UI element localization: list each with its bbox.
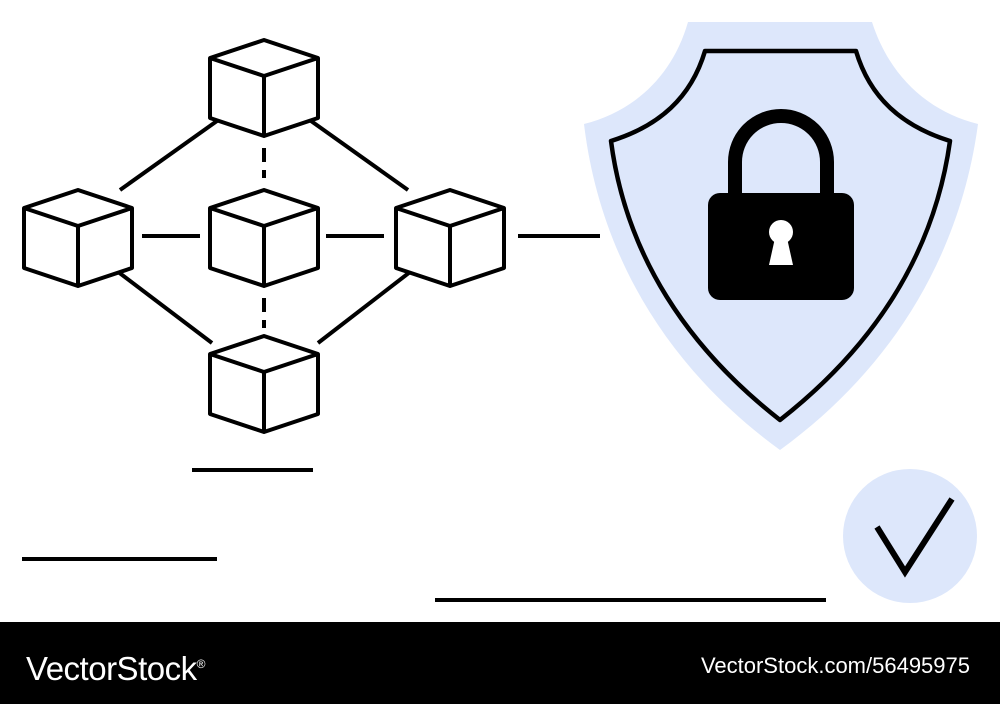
cube-center-outline (208, 188, 320, 288)
keyhole-stem (769, 238, 793, 265)
vectorstock-logo: VectorStock® (26, 644, 205, 689)
decorative-lines (22, 468, 826, 602)
network-connections (103, 104, 600, 345)
security-illustration (22, 22, 978, 603)
connector-bottom-left (103, 260, 214, 345)
padlock-icon (708, 109, 854, 300)
cube-bottom (208, 334, 320, 434)
network-cubes (22, 38, 506, 434)
checkmark-icon (843, 469, 977, 603)
cube-right (394, 188, 506, 288)
shield-outline (608, 48, 953, 423)
watermark-footer: VectorStock® VectorStock.com/56495975 (0, 622, 1000, 704)
logo-text: VectorStock (26, 650, 197, 687)
cube-bottom-outline (208, 334, 320, 434)
check-badge-circle (843, 469, 977, 603)
cube-top (208, 38, 320, 138)
cube-top-outline (208, 38, 320, 138)
padlock-shackle (728, 109, 834, 198)
check-mark (874, 497, 955, 578)
cube-right-outline (394, 188, 506, 288)
cube-left-outline (22, 188, 134, 288)
cube-left (22, 188, 134, 288)
image-url: VectorStock.com/56495975 (700, 653, 970, 678)
logo-registered-mark: ® (196, 657, 206, 671)
cube-center (208, 188, 320, 288)
connector-bottom-right (316, 260, 425, 345)
